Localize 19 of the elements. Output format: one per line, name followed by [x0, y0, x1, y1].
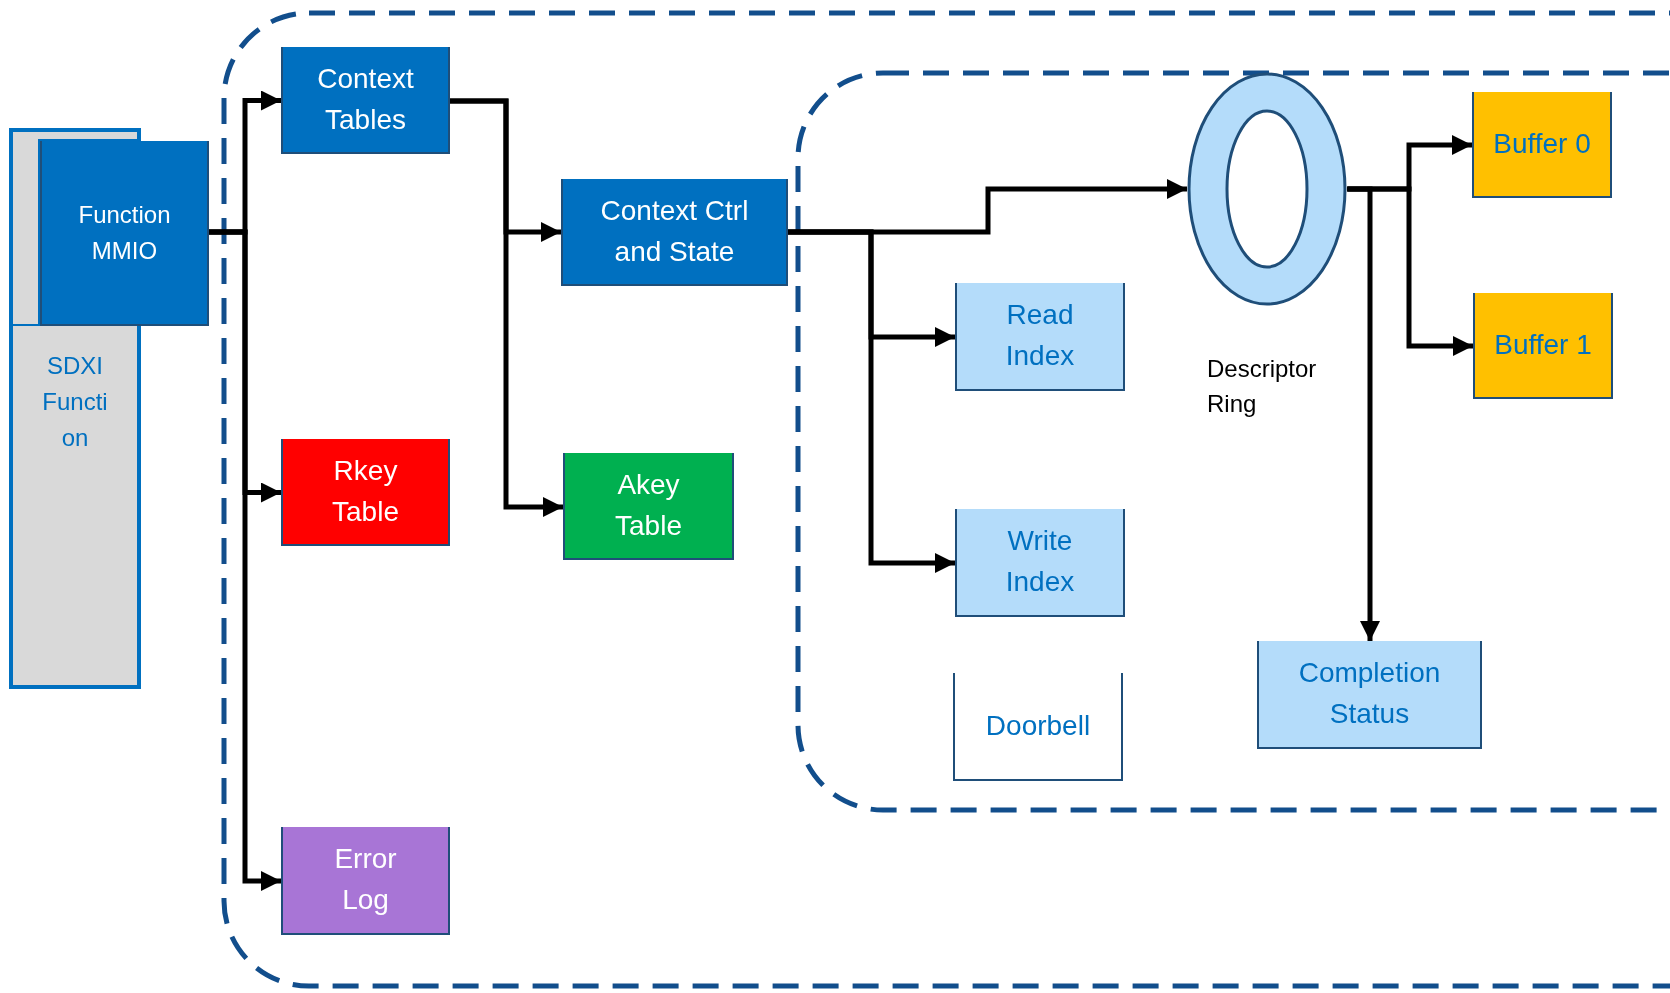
- process-box: Read Index: [955, 283, 1125, 391]
- process-box: Write Index: [955, 509, 1125, 617]
- process-box: Completion Status: [1257, 641, 1482, 749]
- process-box: Rkey Table: [281, 439, 450, 546]
- process-box: Buffer 1: [1473, 293, 1613, 399]
- process-box: Buffer 0: [1472, 92, 1612, 198]
- function-panel: SDXI Function: [9, 326, 141, 689]
- arrow: [209, 229, 281, 891]
- ring-caption: Descriptor Ring: [1207, 354, 1318, 419]
- arrow: [1347, 186, 1380, 641]
- arrow: [788, 229, 955, 573]
- arrow: [450, 98, 563, 517]
- process-box: Akey Table: [563, 453, 734, 560]
- process-box: Error Log: [281, 827, 450, 935]
- process-box: Doorbell: [953, 673, 1123, 781]
- process-box: Context Ctrl and State: [561, 179, 788, 286]
- process-box: Function MMIO: [40, 141, 209, 326]
- ring-icon: [1187, 72, 1347, 306]
- process-box: Context Tables: [281, 47, 450, 154]
